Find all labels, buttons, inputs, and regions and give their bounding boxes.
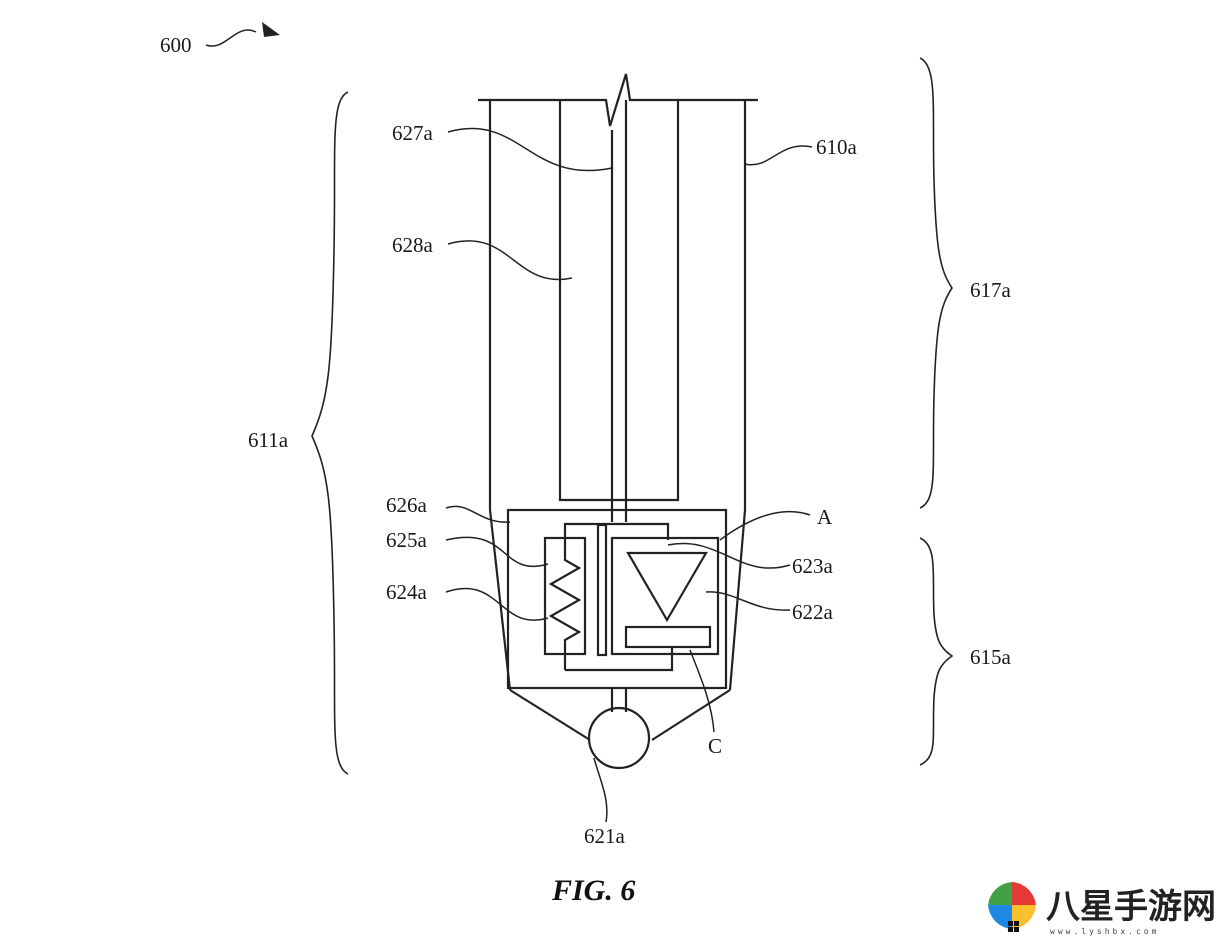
leader-600 <box>205 29 257 47</box>
arrow-head-600 <box>262 22 280 37</box>
watermark-text: 八星手游网 <box>1046 887 1216 927</box>
label-610a: 610a <box>816 135 858 159</box>
label-625a: 625a <box>386 528 428 552</box>
leader-621a <box>593 757 608 823</box>
brace-615a <box>919 537 954 766</box>
brace-611a <box>311 91 349 775</box>
label-621a: 621a <box>584 824 626 848</box>
watermark: 八星手游网 www.lyshbx.com <box>988 882 1216 936</box>
label-622a: 622a <box>792 600 834 624</box>
diode-element-622a <box>610 536 720 656</box>
label-600: 600 <box>160 33 192 57</box>
label-627a: 627a <box>392 121 434 145</box>
module-box-626a <box>506 508 728 690</box>
leader-622a <box>705 591 791 611</box>
leader-625a <box>445 536 549 568</box>
label-611a: 611a <box>248 428 289 452</box>
label-626a: 626a <box>386 493 428 517</box>
housing-taper-right <box>651 689 731 741</box>
leader-610a <box>744 145 813 166</box>
watermark-logo-icon <box>988 882 1036 932</box>
watermark-url: www.lyshbx.com <box>1050 927 1159 936</box>
leader-624a <box>445 587 549 621</box>
label-A: A <box>817 505 833 529</box>
upper-connector <box>563 522 670 540</box>
inner-chamber-628a <box>558 100 680 502</box>
label-628a: 628a <box>392 233 434 257</box>
label-623a: 623a <box>792 554 834 578</box>
bottom-connector <box>565 648 674 672</box>
separator-bar <box>596 523 608 657</box>
housing-taper-left <box>509 689 591 741</box>
leader-623a <box>667 542 791 569</box>
leader-626a <box>445 505 511 523</box>
diode-triangle-623a <box>626 551 708 623</box>
leader-627a <box>447 127 613 172</box>
label-617a: 617a <box>970 278 1012 302</box>
tip-ball-621a <box>587 706 651 770</box>
leader-C <box>689 649 715 733</box>
housing-right-wall <box>728 100 747 691</box>
diode-plate <box>624 625 712 649</box>
brace-617a <box>919 57 953 509</box>
figure-caption: FIG. 6 <box>551 874 635 907</box>
label-615a: 615a <box>970 645 1012 669</box>
leader-A <box>719 510 811 541</box>
label-C: C <box>708 734 722 758</box>
label-624a: 624a <box>386 580 428 604</box>
housing-left-wall <box>488 100 512 691</box>
top-break-line <box>478 73 758 127</box>
spring-coil-625a <box>548 540 582 670</box>
leader-628a <box>447 240 573 281</box>
